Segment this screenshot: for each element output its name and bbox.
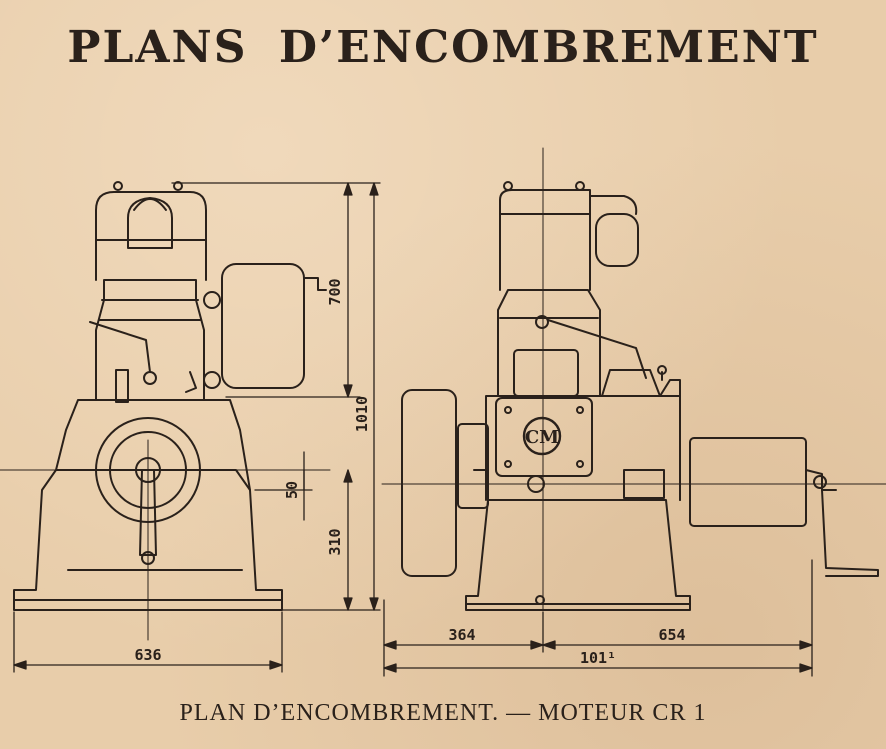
side-view-dimension-lines [383, 559, 813, 677]
page-title: PLANS D’ENCOMBREMENT [67, 22, 819, 73]
side-view-engine [401, 181, 879, 611]
front-view-centerlines [0, 439, 331, 641]
dim-left-310: 310 [326, 528, 344, 555]
maker-logo [522, 416, 562, 456]
dim-right-364: 364 [448, 626, 475, 644]
dim-left-636: 636 [134, 646, 161, 664]
dim-right-total: 101¹ [580, 649, 616, 667]
dim-left-50: 50 [283, 481, 301, 499]
side-view-centerlines [381, 147, 886, 611]
maker-logo-text: CM [525, 427, 559, 448]
dim-left-1010: 1010 [353, 396, 371, 432]
front-view-engine [13, 181, 327, 611]
dim-left-700: 700 [326, 278, 344, 305]
dim-right-654: 654 [658, 626, 685, 644]
front-view-dimension-lines [13, 182, 381, 673]
figure-caption: PLAN D’ENCOMBREMENT. — MOTEUR CR 1 [179, 700, 707, 726]
